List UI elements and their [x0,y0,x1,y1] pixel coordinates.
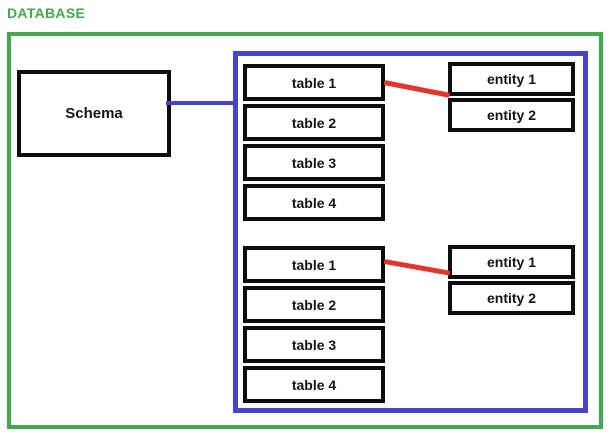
schema-label: Schema [65,105,123,122]
table-cell: table 2 [243,104,385,141]
database-boundary-box [7,32,603,429]
entity-cell: entity 2 [448,98,575,132]
table-cell: table 4 [243,184,385,221]
schema-to-container-connector [166,101,236,105]
table-stack-1: table 1 table 2 table 3 table 4 [243,64,385,224]
schema-box: Schema [17,70,171,157]
table-cell: table 2 [243,286,385,323]
entity-stack-1: entity 1 entity 2 [448,62,575,134]
tables-container-box [233,51,588,413]
table-cell: table 3 [243,326,385,363]
table-cell: table 1 [243,246,385,283]
entity-stack-2: entity 1 entity 2 [448,245,575,317]
entity-cell: entity 1 [448,62,575,96]
table-cell: table 4 [243,366,385,403]
table-stack-2: table 1 table 2 table 3 table 4 [243,246,385,406]
table-cell: table 1 [243,64,385,101]
entity-cell: entity 1 [448,245,575,279]
diagram-title: DATABASE [7,5,86,21]
table-cell: table 3 [243,144,385,181]
entity-cell: entity 2 [448,281,575,315]
